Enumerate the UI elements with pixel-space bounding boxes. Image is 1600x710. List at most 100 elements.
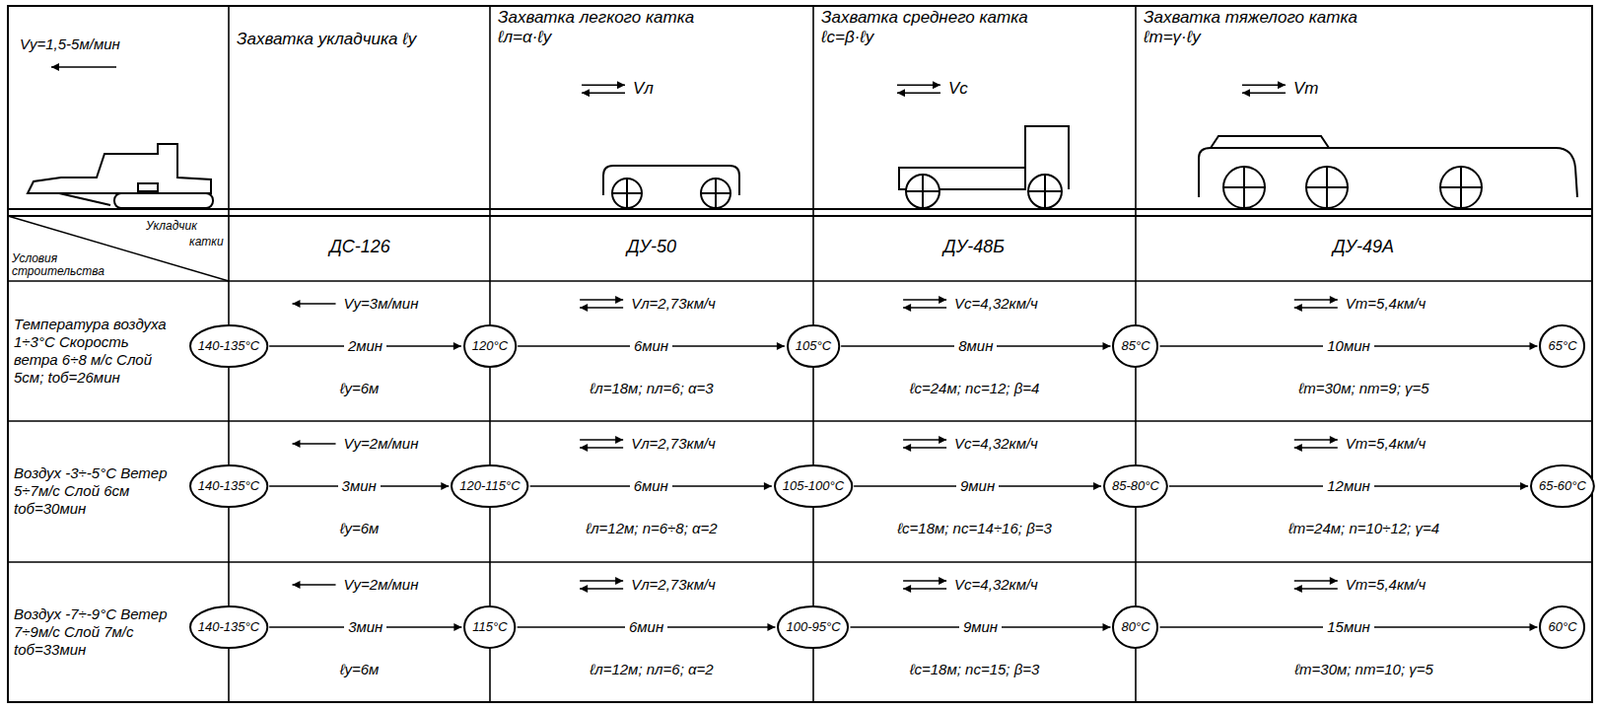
- time-label: 2мин: [344, 337, 387, 355]
- speed-value: Vу=2м/мин: [344, 434, 419, 453]
- direction-arrow: [292, 583, 337, 586]
- circle-outline: [1530, 465, 1595, 507]
- time-label: 6мин: [629, 337, 673, 355]
- diagonal-split: [7, 215, 229, 281]
- direction-arrow: [579, 587, 624, 590]
- speed-value: Vл=2,73км/ч: [630, 294, 716, 313]
- time-label: 6мин: [625, 618, 668, 636]
- direction-arrow: [903, 298, 947, 301]
- machine-model: ДУ-49А: [1332, 236, 1394, 259]
- direction-arrow: [903, 579, 947, 582]
- speed-value: Vт=5,4км/ч: [1345, 434, 1426, 453]
- section-params: ℓу=6м: [340, 379, 380, 398]
- temperature-value: 140-135°С: [198, 479, 260, 493]
- circle-outline: [774, 465, 852, 507]
- temperature-value: 60°С: [1547, 620, 1577, 634]
- speed-value: Vс=4,32км/ч: [954, 434, 1039, 453]
- circle-outline: [190, 325, 268, 367]
- machine-model: ДС-126: [329, 236, 391, 259]
- paver-drawing: [27, 143, 213, 209]
- speed-value: Vу=3м/мин: [344, 294, 419, 313]
- table-border: [7, 5, 1593, 702]
- direction-arrow: [581, 91, 626, 94]
- temperature-value: 120°С: [472, 339, 508, 353]
- road-line: [7, 208, 1593, 210]
- section-params: ℓс=18м; nс=15; β=3: [909, 660, 1041, 679]
- time-label: 12мин: [1322, 477, 1375, 495]
- heavy-roller-drawing: [1198, 136, 1578, 209]
- speed-symbol: Vл: [632, 78, 654, 99]
- temperature-value: 65°С: [1547, 339, 1577, 353]
- speed-value: Vу=2м/мин: [344, 575, 419, 594]
- direction-arrow: [1294, 446, 1338, 449]
- speed-symbol: Vт: [1293, 78, 1320, 99]
- circle-outline: [1113, 325, 1158, 367]
- circle-outline: [1539, 606, 1585, 648]
- roller-top: [1210, 136, 1329, 148]
- temperature-circle: 105°С: [786, 324, 840, 368]
- temperature-circle: 100-95°С: [776, 605, 849, 649]
- conditions-note: Воздух -7÷-9°С Ветер 7÷9м/с Слой 7м/с tо…: [13, 605, 172, 659]
- section-params: ℓс=24м; nс=12; β=4: [909, 379, 1041, 398]
- corner-heading: Укладчик: [145, 218, 198, 233]
- temperature-circle: 105-100°С: [773, 464, 853, 508]
- speed-value: Vт=5,4км/ч: [1345, 575, 1426, 594]
- temperature-circle: 140-135°С: [189, 605, 269, 649]
- conditions-note: Воздух -3÷-5°С Ветер 5÷7м/с Слой 6см tоб…: [13, 464, 172, 518]
- section-params: ℓт=24м; n=10÷12; γ=4: [1288, 519, 1440, 538]
- medium-roller-drawing: [899, 126, 1069, 209]
- time-label: 10мин: [1322, 337, 1375, 355]
- corner-heading: Условия строительства: [11, 252, 111, 279]
- direction-arrow: [903, 438, 947, 441]
- paver-body: [27, 143, 211, 194]
- time-label: 9мин: [956, 477, 999, 495]
- time-label: 3мин: [344, 618, 387, 636]
- section-params: ℓл=12м; n=6÷8; α=2: [585, 519, 717, 538]
- temperature-circle: 85-80°С: [1103, 464, 1169, 508]
- temperature-value: 140-135°С: [198, 339, 260, 353]
- direction-arrow: [903, 306, 947, 309]
- direction-arrow: [897, 83, 941, 86]
- section-params: ℓл=12м; nл=6; α=2: [589, 660, 713, 679]
- column-heading: Захватка легкого катка ℓл=α·ℓу: [497, 7, 715, 49]
- row-line: [7, 560, 1593, 563]
- paver-screed: [59, 193, 111, 206]
- machine-model: ДУ-48Б: [943, 236, 1005, 259]
- paver-track: [114, 193, 213, 209]
- temperature-value: 115°С: [472, 620, 507, 634]
- paver-detail: [138, 183, 158, 192]
- direction-arrow: [579, 298, 624, 301]
- temperature-circle: 65-60°С: [1530, 464, 1596, 508]
- direction-arrow: [292, 302, 337, 305]
- speed-value: Vл=2,73км/ч: [630, 434, 716, 453]
- drum-cross: [1223, 166, 1482, 209]
- direction-arrow: [1242, 83, 1286, 86]
- speed-value: Vл=2,73км/ч: [630, 575, 716, 594]
- direction-arrow: [1294, 298, 1338, 301]
- temperature-value: 140-135°С: [198, 620, 260, 634]
- drum-cross: [905, 174, 1062, 209]
- speed-value: Vс=4,32км/ч: [954, 294, 1039, 313]
- section-params: ℓл=18м; nл=6; α=3: [589, 379, 713, 398]
- section-params: ℓт=30м; nт=10; γ=5: [1294, 660, 1434, 679]
- circle-outline: [451, 465, 528, 507]
- time-label: 3мин: [338, 477, 381, 495]
- circle-outline: [777, 606, 848, 648]
- temperature-value: 120-115°С: [459, 479, 520, 493]
- direction-arrow: [51, 66, 117, 69]
- temperature-value: 85°С: [1120, 339, 1150, 353]
- speed-value: Vс=4,32км/ч: [954, 575, 1039, 594]
- row-line: [7, 279, 1593, 282]
- direction-arrow: [1294, 579, 1338, 582]
- conditions-note: Температура воздуха 1÷3°С Скорость ветра…: [13, 315, 172, 387]
- section-params: ℓу=6м: [340, 660, 380, 679]
- circle-outline: [464, 325, 516, 367]
- temperature-value: 80°С: [1120, 620, 1150, 634]
- circle-outline: [1539, 325, 1585, 367]
- section-params: ℓу=6м: [340, 519, 380, 538]
- direction-arrow: [1294, 587, 1338, 590]
- speed-range: Vу=1,5-5м/мин: [19, 35, 121, 54]
- section-params: ℓт=30м; nт=9; γ=5: [1298, 379, 1429, 398]
- temperature-value: 85-80°С: [1112, 479, 1160, 493]
- temperature-circle: 60°С: [1538, 605, 1586, 649]
